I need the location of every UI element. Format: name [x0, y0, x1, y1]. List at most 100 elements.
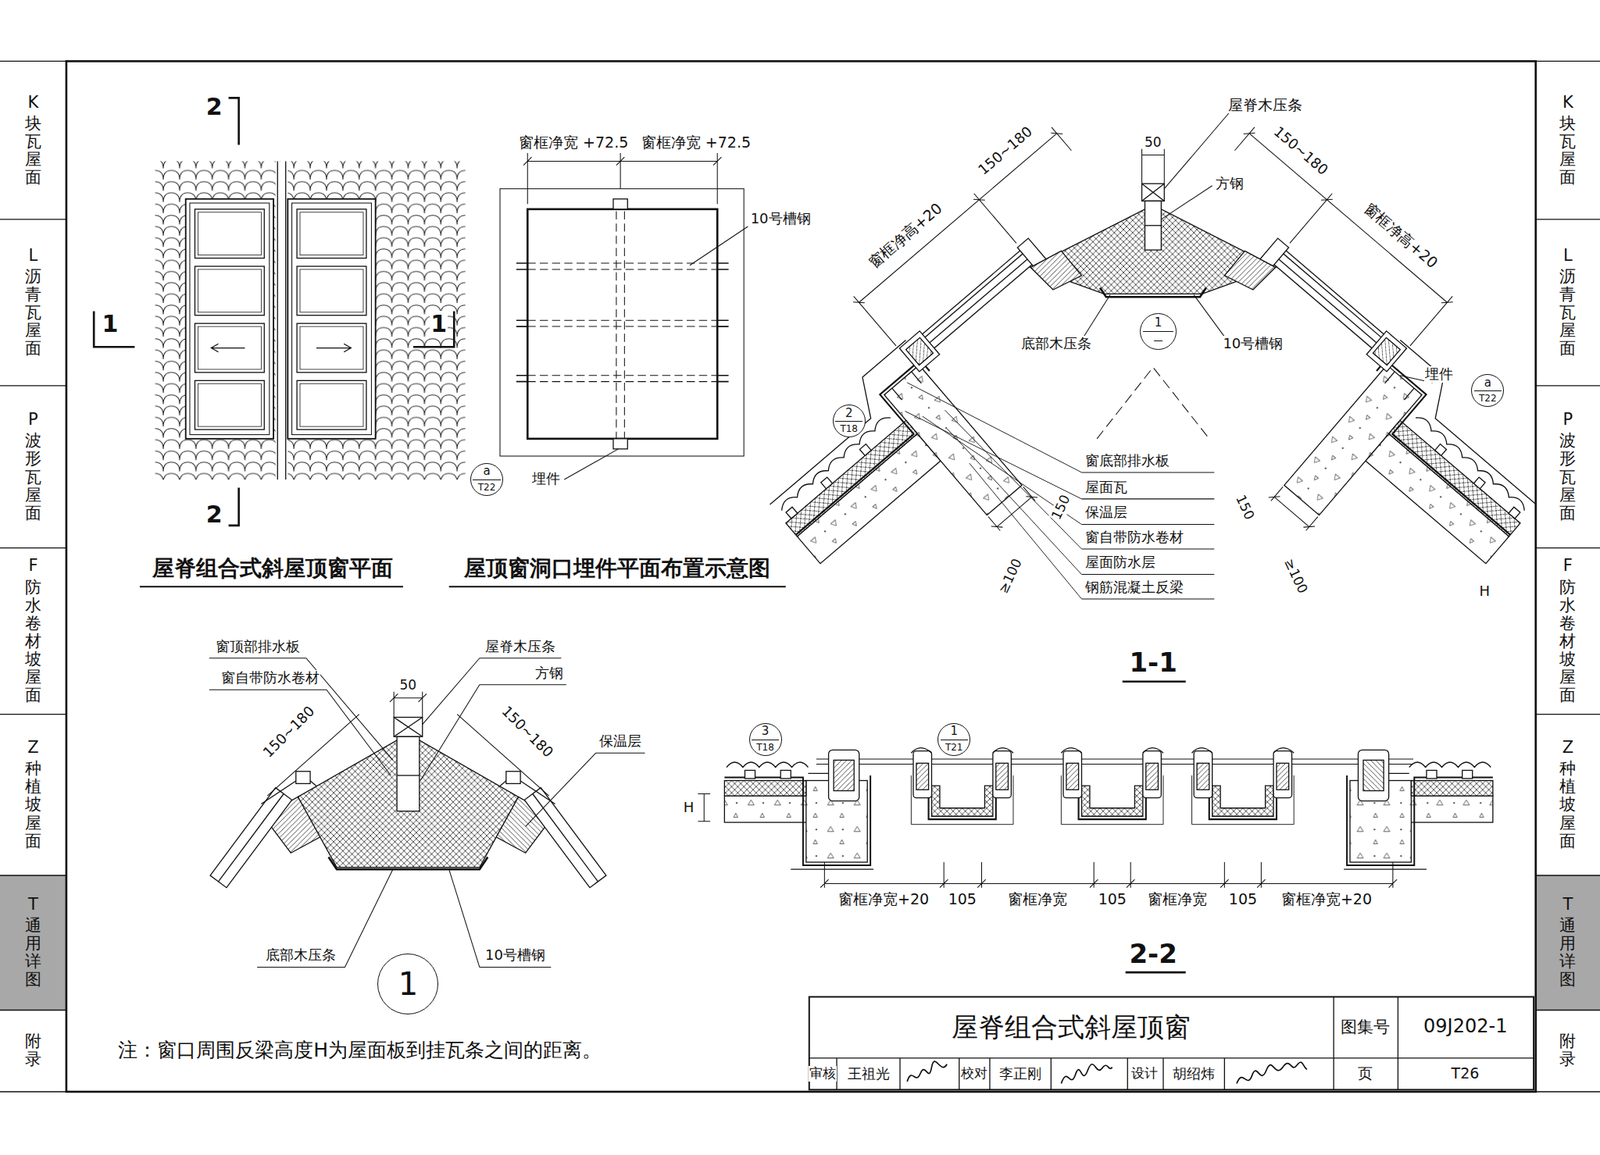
- label: 窗自带防水卷材: [1084, 529, 1185, 547]
- tab-text: 通用详图: [1559, 917, 1576, 990]
- label: 胡绍炜: [1171, 1066, 1216, 1083]
- label: 09J202-1: [1422, 1016, 1508, 1039]
- label: 王祖光: [846, 1066, 891, 1083]
- label: 105: [1228, 891, 1258, 909]
- section-2-2: [697, 748, 1493, 973]
- label: 窗框净宽 +72.5: [517, 134, 629, 152]
- section-1-1: [702, 112, 1600, 683]
- label: 校对: [960, 1066, 989, 1083]
- tab-text: 种植坡屋面: [1559, 760, 1576, 850]
- label: 保温层: [598, 733, 643, 750]
- side-tab: 附录: [1535, 1010, 1600, 1091]
- label: 页: [1357, 1065, 1374, 1083]
- label: 钢筋混凝土反梁: [1084, 579, 1185, 597]
- callout-divider: [1142, 331, 1175, 333]
- title-block: [809, 996, 1534, 1090]
- label: 图集号: [1339, 1017, 1391, 1037]
- tab-text: 波形瓦屋面: [25, 432, 42, 522]
- label: 窗框净宽+20: [837, 891, 930, 909]
- callout-number: a: [471, 464, 503, 480]
- label: 窗框净宽+20: [1280, 891, 1373, 909]
- side-tab: K 块瓦屋面: [1535, 61, 1600, 218]
- label: 屋脊木压条: [484, 639, 557, 656]
- callout-divider: [472, 479, 500, 481]
- tab-text: P: [1559, 410, 1576, 429]
- label: 150: [1048, 492, 1074, 523]
- label: 屋脊组合式斜屋顶窗平面: [151, 556, 394, 582]
- label: 屋脊木压条: [1227, 96, 1304, 115]
- side-tab: 附录: [0, 1010, 67, 1091]
- frame: [0, 60, 1600, 1093]
- label: 10号槽钢: [1221, 335, 1284, 353]
- tab-text: 块瓦屋面: [25, 114, 42, 187]
- side-tab: F 防水卷材坡屋面: [1535, 548, 1600, 714]
- label: 窗顶部排水板: [214, 639, 301, 656]
- callout-number: 1: [378, 954, 438, 1015]
- label: 方钢: [1214, 175, 1245, 193]
- tab-text: Z: [1559, 739, 1576, 758]
- label: H: [682, 800, 696, 817]
- callout-sheet: T22: [471, 479, 503, 496]
- label: 底部木压条: [264, 947, 337, 965]
- label: 窗框净高+20: [864, 199, 947, 272]
- callout-circle: aT22: [470, 463, 504, 497]
- tab-text: T: [25, 896, 42, 915]
- callout-number: 1: [1140, 314, 1176, 333]
- callout-sheet: —: [1140, 331, 1176, 350]
- tab-text: K: [1559, 93, 1576, 112]
- label: ≥100: [995, 556, 1025, 597]
- label: 10号槽钢: [484, 947, 547, 965]
- tab-text: L: [25, 246, 42, 265]
- label: 窗底部排水板: [1084, 453, 1171, 470]
- label: 屋面防水层: [1084, 554, 1157, 572]
- callout-circle: 2T18: [832, 404, 866, 438]
- label: T26: [1450, 1065, 1481, 1083]
- side-tab: L沥青瓦屋面: [1535, 220, 1600, 386]
- callout-circle: 1T21: [937, 723, 971, 757]
- side-tab: L沥青瓦屋面: [0, 220, 67, 386]
- label: 150~180: [259, 703, 318, 762]
- label: 窗自带防水卷材: [220, 670, 321, 687]
- tab-text: F: [25, 557, 42, 575]
- side-tab: T 通用详图: [0, 876, 67, 1010]
- callout-sheet: T18: [833, 421, 865, 437]
- label: 10号槽钢: [750, 210, 812, 228]
- detail-1: [209, 658, 646, 968]
- label: 105: [947, 891, 978, 909]
- callout-circle: 3T18: [749, 723, 783, 757]
- label: 屋顶窗洞口埋件平面布置示意图: [463, 556, 772, 582]
- callout-number: a: [1471, 375, 1504, 391]
- tab-text: 防水卷材坡屋面: [1559, 578, 1576, 706]
- label: 150~180: [498, 703, 558, 762]
- tab-text: 通用详图: [25, 917, 42, 990]
- tab-text: 波形瓦屋面: [1559, 432, 1576, 522]
- label: 150~180: [1270, 122, 1333, 179]
- tab-text: 附录: [25, 1032, 42, 1069]
- label: 1-1: [1128, 647, 1178, 679]
- tab-text: K: [25, 93, 42, 112]
- callout-divider: [751, 739, 779, 741]
- tab-text: 种植坡屋面: [25, 760, 42, 850]
- side-tab: P 波形瓦屋面: [1535, 386, 1600, 548]
- tab-text: 附录: [1559, 1032, 1576, 1069]
- tab-text: L: [1559, 246, 1576, 265]
- label: 保温层: [1084, 504, 1129, 522]
- callout-sheet: T22: [1471, 390, 1504, 407]
- label: 李正刚: [998, 1066, 1043, 1083]
- label: 1: [101, 310, 120, 339]
- callout-circle: 1—: [1139, 313, 1177, 350]
- label: 埋件: [1424, 366, 1454, 383]
- tab-text: 块瓦屋面: [1559, 114, 1576, 187]
- label: 1: [429, 310, 448, 339]
- side-tab: Z 种植坡屋面: [1535, 714, 1600, 875]
- label: 2-2: [1128, 939, 1178, 970]
- tab-text: F: [1559, 557, 1576, 575]
- label: 50: [1143, 135, 1163, 151]
- label: 注：窗口周围反梁高度H为屋面板到挂瓦条之间的距离。: [117, 1039, 603, 1063]
- label: 审核: [808, 1066, 837, 1083]
- title: 屋脊组合式斜屋顶窗: [950, 1012, 1192, 1043]
- label: 窗框净高+20: [1360, 199, 1442, 272]
- callout-divider: [835, 421, 863, 422]
- label: 2: [205, 501, 224, 529]
- label: 窗框净宽: [1007, 891, 1068, 909]
